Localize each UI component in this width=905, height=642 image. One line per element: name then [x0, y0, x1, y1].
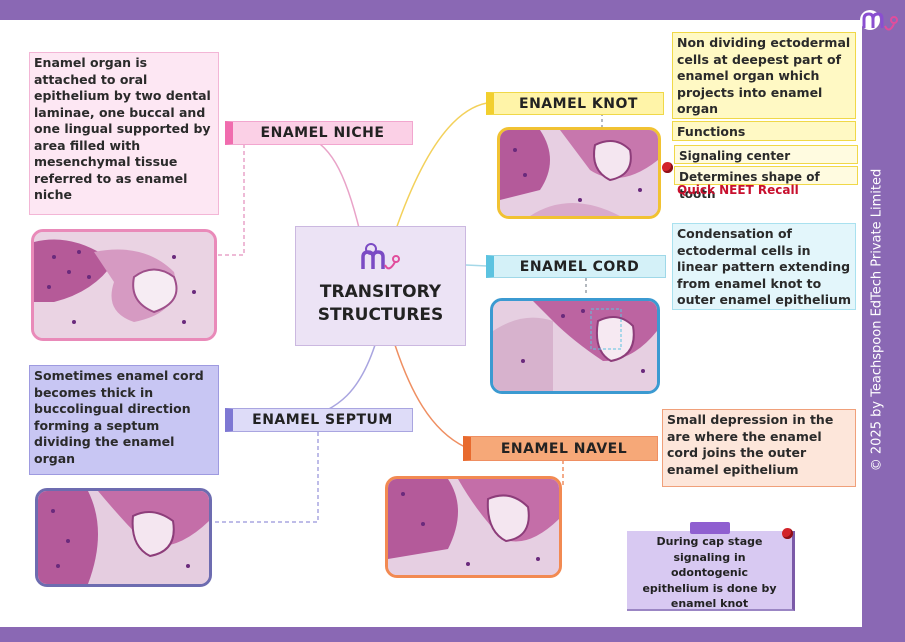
knot-functions-label: Functions: [672, 121, 856, 141]
recall-pin-icon: [662, 162, 673, 173]
callout-niche: [218, 144, 245, 256]
connector-navel: [394, 344, 466, 448]
recall-card-text: During cap stage signaling in odontogeni…: [642, 535, 777, 611]
recall-card-tape: [690, 522, 730, 534]
connector-knot: [394, 102, 488, 233]
niche-description: Enamel organ is attached to oral epithel…: [29, 52, 219, 215]
recall-card-pin-icon: [782, 528, 793, 539]
septum-histology-image: [35, 488, 212, 587]
cord-description: Condensation of ectodermal cells in line…: [672, 223, 856, 310]
center-node: TRANSITORY STRUCTURES: [295, 226, 466, 346]
center-title-line2: STRUCTURES: [317, 305, 444, 325]
knot-function-signaling: Signaling center: [674, 145, 858, 164]
navel-label: ENAMEL NAVEL: [463, 436, 658, 461]
septum-description: Sometimes enamel cord becomes thick in b…: [29, 365, 219, 475]
brand-logo: [858, 6, 900, 42]
connector-cord: [465, 264, 488, 267]
navel-histology-image: [385, 476, 562, 578]
niche-histology-image: [31, 229, 217, 341]
knot-function-shape: Determines shape of tooth: [674, 166, 858, 201]
cord-histology-image: [490, 298, 660, 394]
cord-label: ENAMEL CORD: [486, 255, 666, 278]
knot-histology-image: [497, 127, 661, 219]
knot-description: Non dividing ectodermal cells at deepest…: [672, 32, 856, 119]
knot-label: ENAMEL KNOT: [486, 92, 664, 115]
center-title-line1: TRANSITORY: [319, 282, 442, 302]
connector-niche: [299, 132, 361, 233]
knot-quick-recall: Quick NEET Recall: [677, 183, 799, 197]
niche-label: ENAMEL NICHE: [225, 121, 413, 145]
navel-description: Small depression in the are where the en…: [662, 409, 856, 487]
septum-label: ENAMEL SEPTUM: [225, 408, 413, 432]
center-logo-icon: [360, 243, 400, 270]
copyright-text: © 2025 by Teachspoon EdTech Private Limi…: [869, 168, 885, 472]
recall-card: During cap stage signaling in odontogeni…: [627, 531, 795, 611]
callout-septum: [212, 432, 319, 523]
